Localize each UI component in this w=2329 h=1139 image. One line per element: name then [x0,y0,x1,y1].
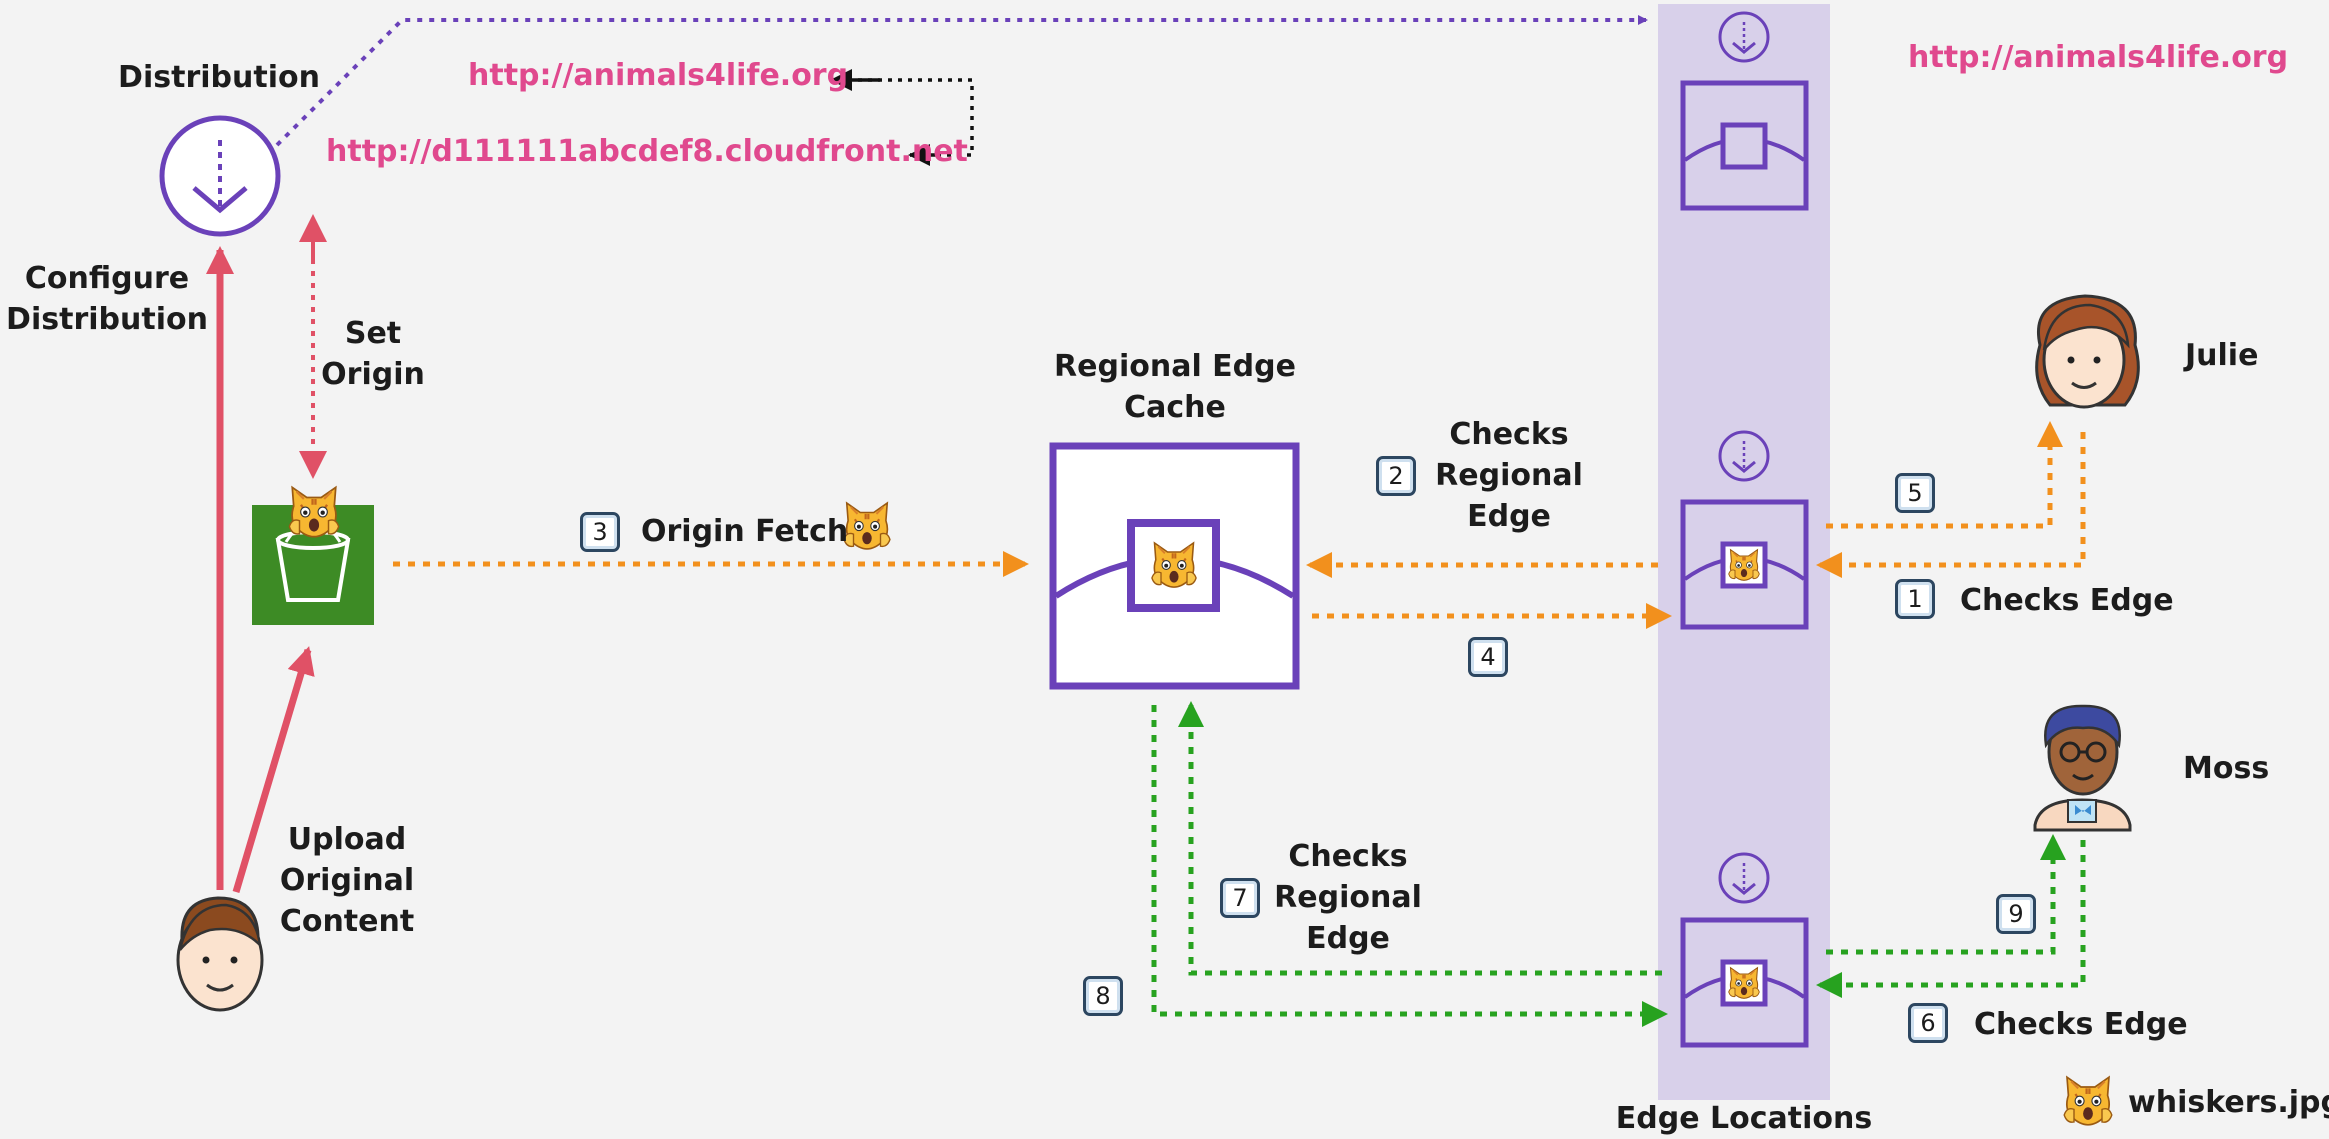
configure-line-2: Distribution [6,302,208,337]
step-badge-8: 8 [1083,976,1123,1016]
set-origin-label: Set Origin [321,313,425,395]
step-badge-9: 9 [1996,894,2036,934]
whiskers-cat-icon [2063,1076,2113,1126]
cloudfront-domain-url: http://d111111abcdef8.cloudfront.net [326,134,968,169]
regional-cache-line-1: Regional Edge [1054,349,1296,384]
julie-avatar [2035,294,2140,409]
regional-edge-cache-label: Regional Edge Cache [1054,346,1296,428]
checks-regional-top-line-1: Checks [1449,417,1569,452]
step-badge-7: 7 [1220,878,1260,918]
edge-to-julie-arrow [1826,421,2063,529]
moss-label: Moss [2183,751,2270,786]
checks-regional-top-line-3: Edge [1467,499,1551,534]
edge-to-moss-arrow [1826,834,2066,955]
moss-avatar [2033,704,2132,832]
step-badge-5: 5 [1895,473,1935,513]
julie-label: Julie [2185,338,2259,373]
checks-regional-top-line-2: Regional [1435,458,1583,493]
checks-regional-edge-label-top: Checks Regional Edge [1435,414,1583,537]
edge-location-icon-top [1680,80,1809,211]
checks-edge-moss-label: Checks Edge [1974,1007,2188,1042]
step-badge-2: 2 [1376,456,1416,496]
upload-content-arrow [232,646,315,893]
origin-fetch-label: Origin Fetch [641,514,849,549]
configure-distribution-label: Configure Distribution [6,258,208,340]
edge-distribution-icon-bottom [1718,852,1770,904]
checks-regional-bottom-line-3: Edge [1306,921,1390,956]
custom-domain-url-right: http://animals4life.org [1908,40,2289,75]
moss-checks-edge-arrow [1816,840,2086,998]
checks-regional-bottom-line-1: Checks [1288,839,1408,874]
configure-line-1: Configure [24,261,190,296]
upload-content-label: Upload Original Content [280,819,414,942]
checks-regional-bottom-line-2: Regional [1274,880,1422,915]
upload-line-1: Upload [287,822,407,857]
custom-domain-url-left: http://animals4life.org [468,58,849,93]
moss-checks-regional-arrow [1178,701,1662,976]
set-origin-line-2: Origin [321,357,425,392]
uploader-avatar [176,896,264,1012]
distribution-label: Distribution [118,60,320,95]
set-origin-line-1: Set [344,316,402,351]
bucket-cat-icon [288,486,340,538]
upload-line-2: Original [279,863,415,898]
step-badge-4: 4 [1468,637,1508,677]
cache-to-moss-edge-arrow [1151,705,1668,1027]
upload-line-3: Content [279,904,415,939]
whiskers-label: whiskers.jpg [2128,1085,2329,1120]
julie-checks-edge-arrow [1816,432,2086,578]
checks-regional-edge-label-bottom: Checks Regional Edge [1274,836,1422,959]
url-alias-arrow-back [838,78,974,157]
step-badge-1: 1 [1895,579,1935,619]
checks-edge-julie-label: Checks Edge [1960,583,2174,618]
distribution-icon [159,115,281,237]
step-badge-6: 6 [1908,1003,1948,1043]
regional-cache-line-2: Cache [1124,390,1226,425]
edge-locations-label: Edge Locations [1615,1101,1873,1136]
edge-distribution-icon-middle [1718,430,1770,482]
edge-distribution-icon-top [1718,11,1770,63]
origin-fetch-cat-icon [842,501,892,551]
step-badge-3: 3 [580,512,620,552]
